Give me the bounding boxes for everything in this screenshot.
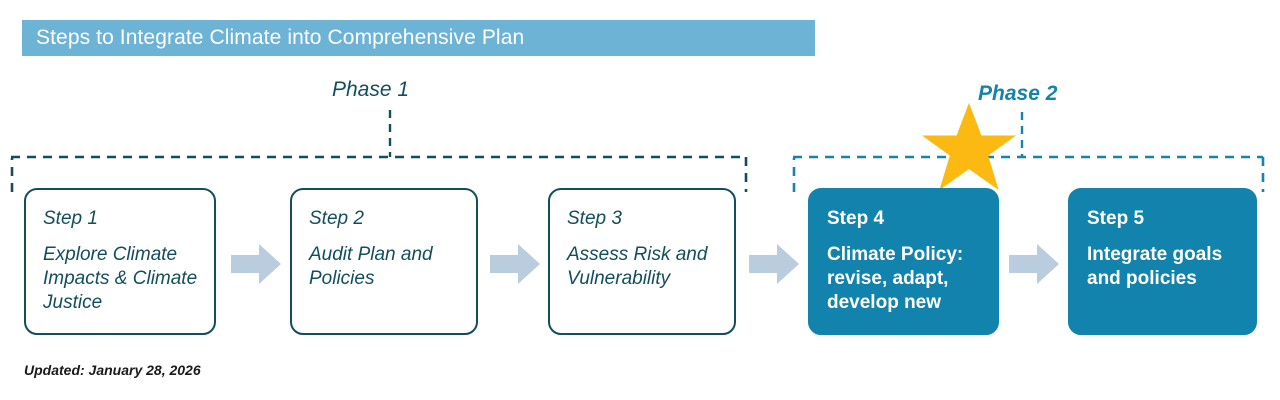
- step-2-description: Audit Plan and Policies: [309, 243, 433, 289]
- step-3-description: Assess Risk and Vulnerability: [567, 243, 708, 289]
- step-box-5[interactable]: Step 5 Integrate goals and policies: [1068, 188, 1257, 335]
- star-icon: [921, 101, 1017, 193]
- right-arrow-icon: [490, 242, 540, 286]
- right-arrow-icon: [1009, 242, 1059, 286]
- right-arrow-icon: [231, 242, 281, 286]
- phase-2-label: Phase 2: [978, 82, 1058, 105]
- step-5-number: Step 5: [1087, 208, 1145, 229]
- step-1-description: Explore Climate Impacts & Climate Justic…: [43, 243, 198, 313]
- phase-2-bracket: [792, 155, 1265, 192]
- step-1-number: Step 1: [43, 208, 98, 229]
- phase-1-label: Phase 1: [332, 78, 410, 101]
- right-arrow-icon: [749, 242, 799, 286]
- updated-note: Updated: January 28, 2026: [24, 362, 201, 378]
- step-box-1[interactable]: Step 1 Explore Climate Impacts & Climate…: [24, 188, 216, 335]
- step-box-2[interactable]: Step 2 Audit Plan and Policies: [290, 188, 478, 335]
- page-title-banner: Steps to Integrate Climate into Comprehe…: [22, 20, 815, 56]
- step-3-number: Step 3: [567, 208, 622, 229]
- step-2-number: Step 2: [309, 208, 364, 229]
- step-4-description: Climate Policy: revise, adapt, develop n…: [827, 243, 964, 313]
- step-box-3[interactable]: Step 3 Assess Risk and Vulnerability: [548, 188, 736, 335]
- step-4-number: Step 4: [827, 208, 885, 229]
- step-box-4[interactable]: Step 4 Climate Policy: revise, adapt, de…: [808, 188, 999, 335]
- step-5-description: Integrate goals and policies: [1087, 243, 1223, 289]
- phase-1-bracket: [10, 155, 748, 192]
- page-title: Steps to Integrate Climate into Comprehe…: [36, 26, 525, 49]
